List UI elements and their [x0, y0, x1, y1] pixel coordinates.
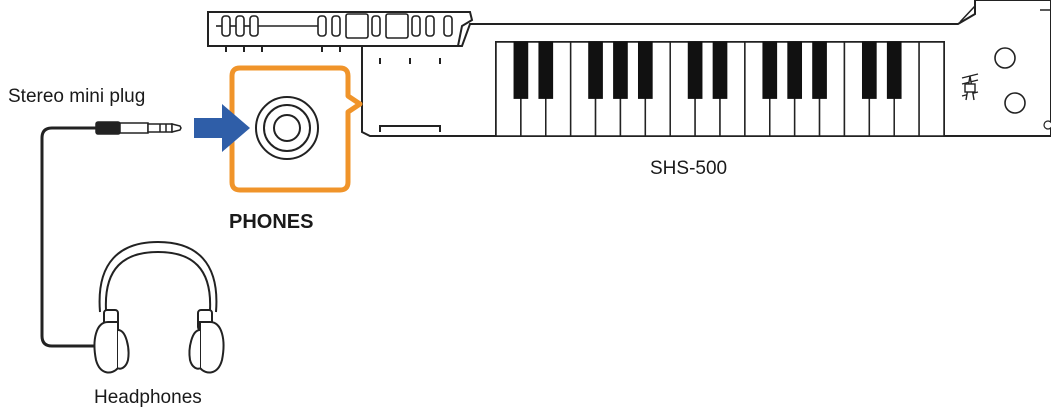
white-key — [918, 41, 945, 137]
black-key — [861, 41, 877, 99]
black-key — [588, 41, 603, 99]
headphones-icon — [93, 240, 225, 374]
body-recess — [379, 125, 441, 132]
black-key — [613, 41, 628, 99]
headphones-label: Headphones — [94, 387, 202, 408]
black-key — [687, 41, 703, 99]
arrow-right-icon — [194, 104, 250, 152]
model-label: SHS-500 — [650, 158, 728, 179]
right-controls — [994, 47, 1051, 130]
neck-ticks — [225, 46, 441, 64]
jack-icon — [255, 96, 319, 160]
phones-jack-callout — [229, 65, 363, 193]
pitch-bend-icon — [961, 73, 979, 101]
plug-label: Stereo mini plug — [8, 86, 146, 107]
black-key — [812, 41, 827, 99]
headphone-cable — [40, 126, 112, 348]
black-key — [637, 41, 653, 99]
black-key — [762, 41, 778, 99]
black-key — [886, 41, 902, 99]
black-key — [712, 41, 728, 99]
black-key — [538, 41, 554, 99]
control-dot — [1043, 120, 1051, 130]
neck-controls — [216, 13, 453, 39]
control-button-bottom — [1004, 92, 1026, 114]
highlight-frame — [229, 65, 363, 193]
plug-icon — [95, 121, 182, 135]
keyboard — [495, 41, 945, 137]
jack-label: PHONES — [229, 211, 314, 233]
black-key — [513, 41, 529, 99]
body-upper-edge — [959, 5, 976, 23]
control-button-top — [994, 47, 1016, 69]
black-key — [787, 41, 803, 99]
